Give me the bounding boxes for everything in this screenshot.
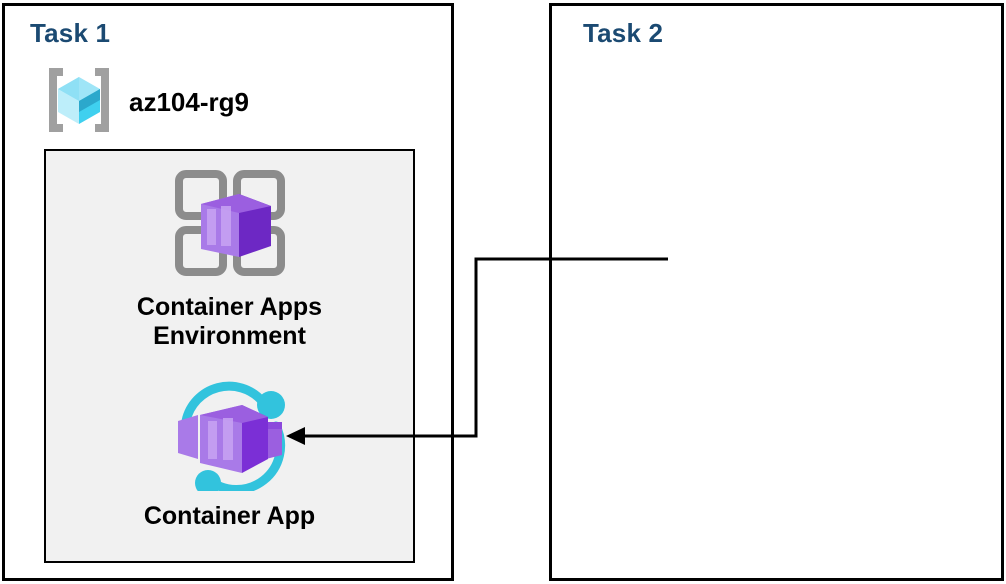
task-2-title: Task 2	[583, 18, 664, 48]
container-app-icon	[164, 379, 296, 496]
task-1-panel: az104-rg9	[2, 3, 454, 581]
task-1-inner-box: Container Apps Environment	[44, 149, 415, 563]
task-1-title: Task 1	[30, 18, 111, 48]
resource-group-icon	[41, 64, 117, 141]
container-apps-environment-icon	[167, 164, 293, 287]
resource-container-apps-environment: Container Apps Environment	[46, 164, 413, 351]
container-apps-environment-label: Container Apps Environment	[136, 293, 323, 350]
resource-container-app: Container App	[46, 379, 413, 531]
container-app-label: Container App	[143, 502, 316, 530]
resource-group-row: az104-rg9	[41, 64, 249, 141]
task-2-panel: Test and verify	[549, 3, 1004, 581]
resource-group-label: az104-rg9	[129, 87, 249, 117]
